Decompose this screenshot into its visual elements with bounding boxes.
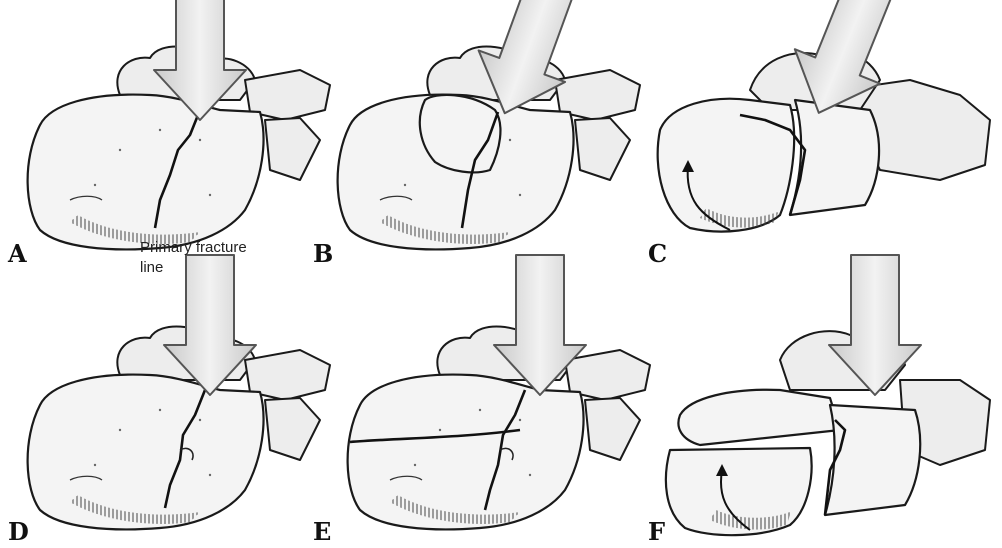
panel-label-d: D	[8, 517, 29, 546]
primary-fracture-line-label-line2: line	[140, 259, 163, 276]
panel-e	[348, 255, 650, 529]
panel-label-c: C	[648, 239, 667, 268]
panel-label-b: B	[313, 239, 333, 268]
panel-f	[666, 255, 990, 535]
panel-d	[28, 255, 330, 529]
panel-c	[658, 0, 990, 232]
primary-fracture-line-label: Primary fracture	[140, 239, 247, 256]
panel-label-a: A	[7, 239, 27, 268]
panel-a	[28, 0, 330, 249]
panel-label-f: F	[648, 517, 665, 546]
panel-label-e: E	[313, 517, 331, 546]
panel-b	[338, 0, 640, 249]
